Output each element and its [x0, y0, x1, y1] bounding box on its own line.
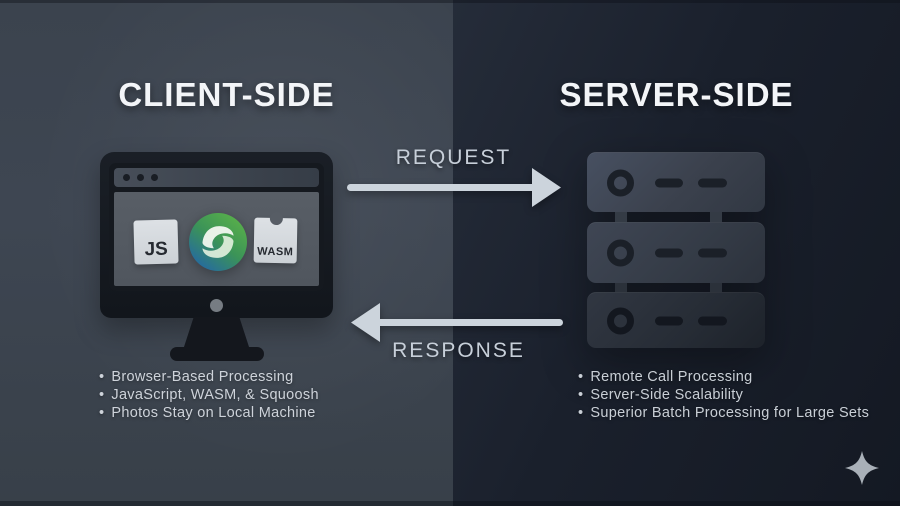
wasm-label: WASM — [257, 245, 294, 259]
javascript-icon: JS — [133, 219, 179, 265]
server-bullet: Remote Call Processing — [578, 368, 898, 386]
window-dot-icon — [137, 174, 144, 181]
server-bullet: Server-Side Scalability — [578, 386, 898, 404]
server-slot-icon — [698, 316, 727, 325]
server-slot-icon — [698, 248, 727, 258]
response-arrow-icon — [351, 303, 563, 342]
monitor-button — [210, 299, 223, 312]
server-slot-icon — [655, 178, 683, 187]
server-led-ring-icon — [607, 239, 634, 267]
window-dot-icon — [151, 174, 158, 181]
server-unit — [587, 152, 765, 212]
server-led-ring-icon — [607, 169, 634, 196]
window-dot-icon — [123, 174, 130, 181]
wasm-notch — [269, 211, 283, 226]
server-slot-icon — [655, 248, 683, 258]
response-label: RESPONSE — [392, 339, 525, 362]
sparkle-icon — [845, 451, 879, 485]
server-led-ring-icon — [607, 307, 634, 334]
browser-titlebar — [114, 168, 319, 187]
client-bullet: Browser-Based Processing — [99, 368, 399, 386]
client-bullet-list: Browser-Based Processing JavaScript, WAS… — [99, 368, 399, 422]
server-slot-icon — [655, 316, 683, 325]
server-side-title: SERVER-SIDE — [559, 76, 794, 113]
monitor-stand-neck — [183, 317, 250, 350]
top-edge-shade — [0, 0, 900, 3]
server-unit — [587, 292, 765, 348]
server-stack-illustration — [587, 152, 765, 348]
server-unit — [587, 222, 765, 283]
server-slot-icon — [698, 178, 727, 187]
server-bullet-list: Remote Call Processing Server-Side Scala… — [578, 368, 898, 422]
client-monitor-illustration: JS WASM — [100, 152, 333, 318]
client-side-title: CLIENT-SIDE — [118, 76, 335, 113]
request-label: REQUEST — [395, 146, 512, 169]
monitor-stand-base — [170, 347, 264, 361]
squoosh-icon — [189, 213, 247, 271]
server-bullet: Superior Batch Processing for Large Sets — [578, 404, 898, 422]
client-bullet: Photos Stay on Local Machine — [99, 404, 399, 422]
bottom-edge-shade — [0, 501, 900, 506]
wasm-icon: WASM — [253, 211, 298, 264]
request-arrow-icon — [347, 168, 561, 207]
client-bullet: JavaScript, WASM, & Squoosh — [99, 386, 399, 404]
